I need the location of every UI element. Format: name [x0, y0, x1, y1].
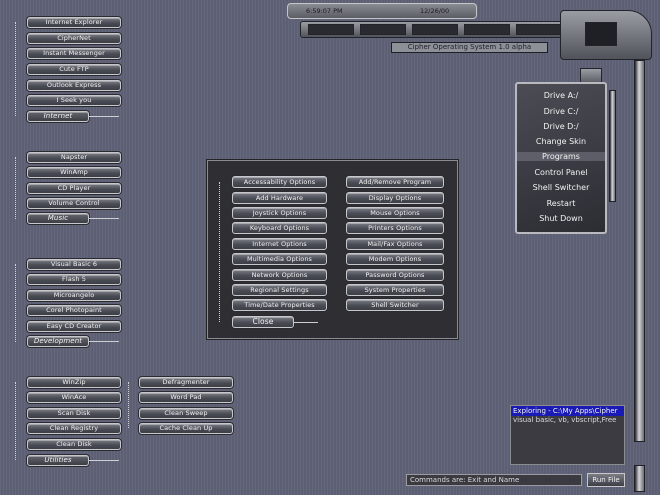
- clean-sweep-button[interactable]: Clean Sweep: [139, 408, 233, 419]
- cute-ftp-button[interactable]: Cute FTP: [27, 64, 121, 75]
- add-remove-program-button[interactable]: Add/Remove Program: [346, 176, 444, 188]
- volume-control-button[interactable]: Volume Control: [27, 198, 121, 209]
- close-button[interactable]: Close: [232, 316, 294, 328]
- mech-slot-2: [360, 24, 406, 35]
- utilities-group-label[interactable]: Utilities: [27, 455, 89, 466]
- clock-date: 12/26/00: [420, 7, 450, 15]
- display-options-button[interactable]: Display Options: [346, 192, 444, 204]
- menu-item-programs[interactable]: Programs: [517, 152, 605, 161]
- start-menu: Drive A:/ Drive C:/ Drive D:/ Change Ski…: [515, 82, 607, 234]
- microangelo-button[interactable]: Microangelo: [27, 290, 121, 301]
- add-hardware-button[interactable]: Add Hardware: [232, 192, 327, 204]
- winzip-button[interactable]: WinZip: [27, 377, 121, 388]
- corel-photopaint-button[interactable]: Corel Photopaint: [27, 305, 121, 316]
- scan-disk-button[interactable]: Scan Disk: [27, 408, 121, 419]
- music-group-label[interactable]: Music: [27, 213, 89, 224]
- pipe-right-outer: [634, 60, 645, 442]
- defragmenter-button[interactable]: Defragmenter: [139, 377, 233, 388]
- cd-player-button[interactable]: CD Player: [27, 183, 121, 194]
- run-file-button[interactable]: Run File: [587, 473, 625, 487]
- clock-time: 6:59:07 PM: [306, 7, 343, 15]
- system-properties-button[interactable]: System Properties: [346, 284, 444, 296]
- explorer-box: Exploring - C:\My Apps\Cipher visual bas…: [510, 405, 625, 465]
- clean-registry-button[interactable]: Clean Registry: [27, 423, 121, 434]
- visual-basic-button[interactable]: Visual Basic 6: [27, 259, 121, 270]
- mech-slot-5: [516, 24, 562, 35]
- joystick-options-button[interactable]: Joystick Options: [232, 207, 327, 219]
- development-group-label[interactable]: Development: [27, 336, 89, 347]
- flash-button[interactable]: Flash 5: [27, 274, 121, 285]
- shell-switcher-button[interactable]: Shell Switcher: [346, 299, 444, 311]
- menu-item-change-skin[interactable]: Change Skin: [535, 137, 587, 146]
- cache-clean-up-button[interactable]: Cache Clean Up: [139, 423, 233, 434]
- menu-item-shell-switcher[interactable]: Shell Switcher: [532, 183, 590, 192]
- internet-group-link: [89, 116, 119, 117]
- winace-button[interactable]: WinAce: [27, 392, 121, 403]
- control-panel-rail-left: [219, 182, 220, 322]
- internet-options-button[interactable]: Internet Options: [232, 238, 327, 250]
- time-date-properties-button[interactable]: Time/Date Properties: [232, 299, 327, 311]
- instant-messenger-button[interactable]: Instant Messenger: [27, 48, 121, 59]
- internet-explorer-button[interactable]: Internet Explorer: [27, 17, 121, 28]
- multimedia-options-button[interactable]: Multimedia Options: [232, 253, 327, 265]
- development-group-link: [89, 341, 119, 342]
- close-button-link: [294, 322, 318, 323]
- mech-slot-1: [308, 24, 354, 35]
- easy-cd-creator-button[interactable]: Easy CD Creator: [27, 321, 121, 332]
- utilities-rail-2: [128, 382, 129, 428]
- music-rail: [15, 157, 16, 219]
- mech-slot-4: [464, 24, 510, 35]
- internet-group-label[interactable]: Internet: [27, 111, 89, 122]
- modem-options-button[interactable]: Modem Options: [346, 253, 444, 265]
- os-title: Cipher Operating System 1.0 alpha: [391, 42, 548, 53]
- word-pad-button[interactable]: Word Pad: [139, 392, 233, 403]
- menu-item-drive-c[interactable]: Drive C:/: [543, 107, 579, 116]
- utilities-rail: [15, 382, 16, 460]
- menu-item-restart[interactable]: Restart: [546, 199, 576, 208]
- mech-slot-3: [412, 24, 458, 35]
- internet-rail: [15, 22, 16, 116]
- accessability-options-button[interactable]: Accessability Options: [232, 176, 327, 188]
- explorer-title: Exploring - C:\My Apps\Cipher: [511, 406, 624, 416]
- music-group-link: [89, 218, 119, 219]
- menu-item-control-panel[interactable]: Control Panel: [534, 168, 588, 177]
- clean-disk-button[interactable]: Clean Disk: [27, 439, 121, 450]
- development-rail: [15, 264, 16, 342]
- network-options-button[interactable]: Network Options: [232, 269, 327, 281]
- i-seek-you-button[interactable]: I Seek you: [27, 95, 121, 106]
- utilities-group-link: [89, 460, 119, 461]
- mech-screen: [585, 22, 617, 46]
- keyboard-options-button[interactable]: Keyboard Options: [232, 222, 327, 234]
- outlook-express-button[interactable]: Outlook Express: [27, 80, 121, 91]
- pipe-right-inner: [609, 90, 616, 202]
- menu-item-shut-down[interactable]: Shut Down: [539, 214, 583, 223]
- mouse-options-button[interactable]: Mouse Options: [346, 207, 444, 219]
- ciphernet-button[interactable]: CipherNet: [27, 33, 121, 44]
- mail-fax-options-button[interactable]: Mail/Fax Options: [346, 238, 444, 250]
- winamp-button[interactable]: WinAmp: [27, 167, 121, 178]
- explorer-text: visual basic, vb, vbscript,Free: [513, 416, 617, 424]
- command-input[interactable]: Commands are: Exit and Name: [406, 474, 582, 486]
- menu-item-drive-d[interactable]: Drive D:/: [543, 122, 579, 131]
- printers-options-button[interactable]: Printers Options: [346, 222, 444, 234]
- regional-settings-button[interactable]: Regional Settings: [232, 284, 327, 296]
- menu-item-drive-a[interactable]: Drive A:/: [543, 91, 579, 100]
- password-options-button[interactable]: Password Options: [346, 269, 444, 281]
- pipe-right-bottom: [634, 465, 645, 492]
- napster-button[interactable]: Napster: [27, 152, 121, 163]
- clock-bar: 6:59:07 PM 12/26/00: [287, 3, 477, 19]
